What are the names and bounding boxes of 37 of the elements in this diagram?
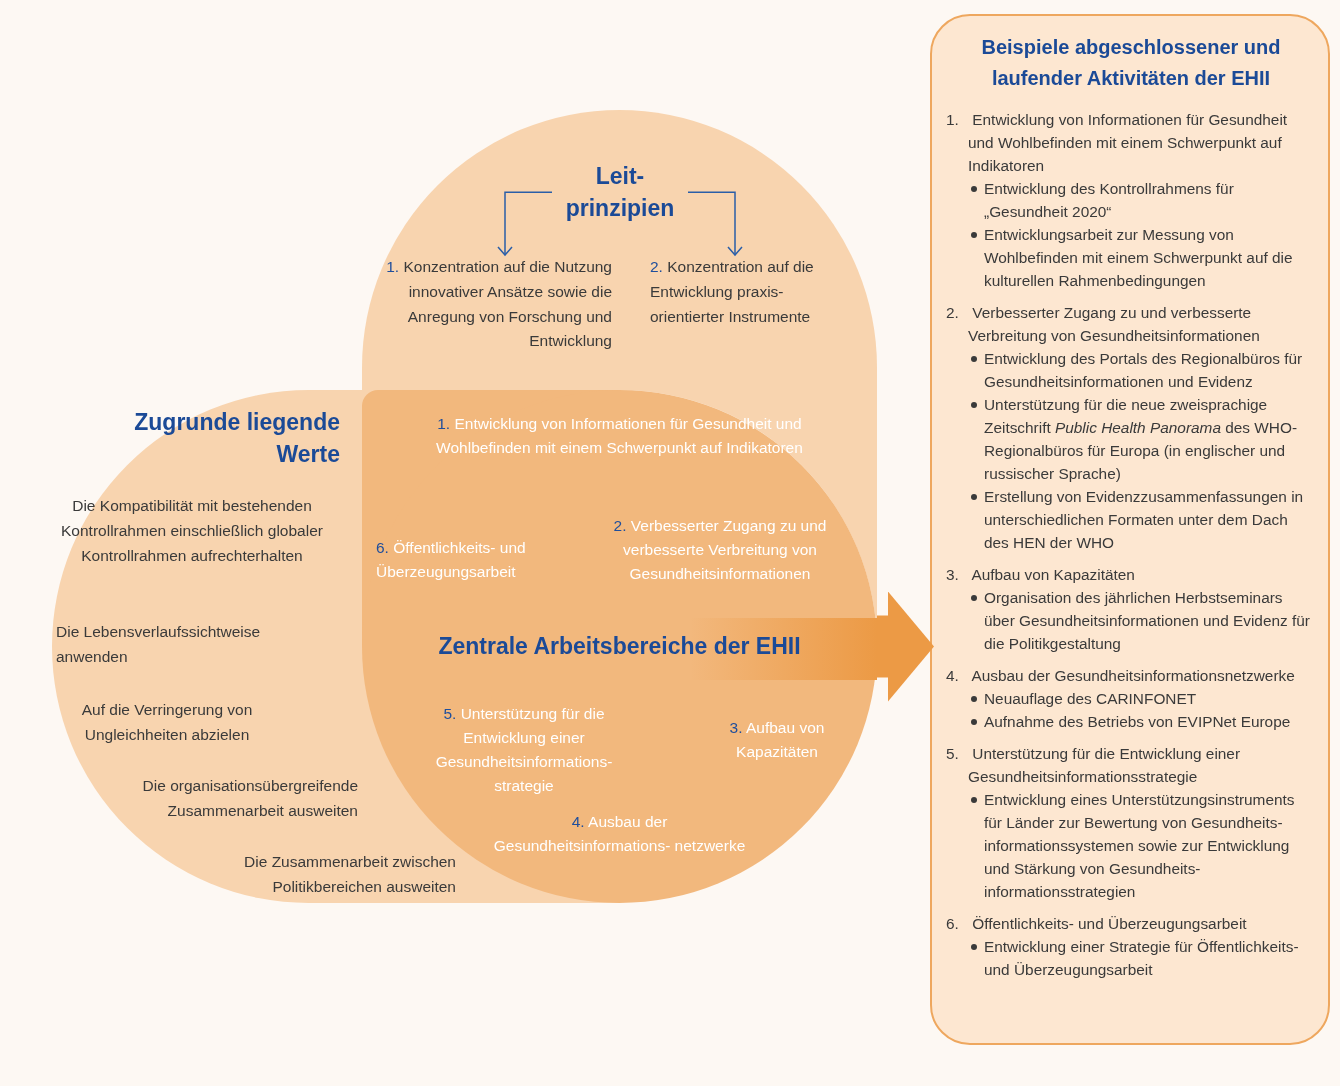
arrow (687, 191, 743, 256)
list-item: 1. Entwicklung von Informationen für Gesundheit und Wohlbefinden mit einem Schwerpunkt auf Indikatoren (946, 110, 1289, 176)
work-area-text: 3. Aufbau von Kapazitäten (728, 718, 826, 762)
heading: Leit- prinzipien (552, 160, 688, 225)
list-item: 6. Öffentlichkeits- und Überzeugungsarbeit (946, 914, 1248, 934)
arrow (497, 191, 553, 256)
list-item: 4. Ausbau der Gesundheitsinformationsnetzwerke (946, 666, 1296, 686)
bullet-item: Entwicklung eines Unterstützungsinstruments für Länder zur Bewertung von Gesundheits- informationssystemen sowie zur Entwicklung und Stärkung von Gesundheits- informationsstrategien (968, 788, 1316, 903)
work-area-text: 2. Verbesserter Zugang zu und verbesserte Verbreitung von Gesundheitsinformationen (612, 516, 828, 585)
list-item: 2. Verbesserter Zugang zu und verbesserte Verbreitung von Gesundheitsinformationen (946, 303, 1261, 346)
bullet-item: Organisation des jährlichen Herbstseminars über Gesundheitsinformationen und Evidenz für die Politikgestaltung (968, 586, 1316, 655)
work-area-text: 5. Unterstützung für die Entwicklung einer Gesundheitsinformations- strategie (434, 704, 614, 797)
heading: Zentrale Arbeitsbereiche der EHII (437, 632, 802, 661)
principle-text: 1. Konzentration auf die Nutzung innovativer Ansätze sowie die Anregung von Forschung und Entwicklung (380, 255, 612, 355)
value-text: Die Kompatibilität mit bestehenden Kontrollrahmen einschließlich globaler Kontrollrahmen aufrechterhalten (60, 496, 324, 566)
work-area-text: 6. Öffentlichkeits- und Überzeugungsarbeit (376, 538, 527, 582)
bullet-item: Aufnahme des Betriebs von EVIPNet Europe (968, 710, 1316, 733)
heading: Beispiele abgeschlossener und laufender Aktivitäten der EHII (980, 35, 1282, 91)
block-arrow (877, 591, 934, 702)
principle-text: 2. Konzentration auf die Entwicklung praxis- orientierter Instrumente (650, 255, 850, 330)
list-item: 5. Unterstützung für die Entwicklung einer Gesundheitsinformationsstrategie (946, 744, 1242, 787)
bullet-item: Entwicklung einer Strategie für Öffentlichkeits- und Überzeugungsarbeit (968, 935, 1316, 981)
value-text: Die organisationsübergreifende Zusammenarbeit ausweiten (141, 776, 358, 821)
bullet-item: Unterstützung für die neue zweisprachige Zeitschrift Public Health Panorama des WHO-Regionalbüros für Europa (in englischer und russischer Sprache) (968, 393, 1316, 485)
bullet-item: Erstellung von Evidenzzusammenfassungen in unterschiedlichen Formaten unter dem Dach des HEN der WHO (968, 485, 1316, 554)
value-text: Auf die Verringerung von Ungleichheiten abzielen (80, 700, 254, 745)
value-text: Die Lebensverlaufssichtweise anwenden (56, 622, 262, 667)
value-text: Die Zusammenarbeit zwischen Politikbereichen ausweiten (243, 852, 456, 897)
bullet-item: Entwicklungsarbeit zur Messung von Wohlbefinden mit einem Schwerpunkt auf die kulturellen Rahmenbedingungen (968, 223, 1316, 292)
work-area-text: 1. Entwicklung von Informationen für Gesundheit und Wohlbefinden mit einem Schwerpunkt auf Indikatoren (435, 414, 804, 458)
rounded-panel (930, 14, 1330, 1045)
bullet-item: Neuauflage des CARINFONET (968, 687, 1316, 710)
heading: Zugrunde liegende Werte (133, 408, 340, 470)
bullet-item: Entwicklung des Kontrollrahmens für „Gesundheit 2020“ (968, 177, 1316, 223)
work-area-text: 4. Ausbau der Gesundheitsinformations- netzwerke (492, 812, 747, 856)
list-item: 3. Aufbau von Kapazitäten (946, 565, 1136, 585)
bullet-item: Entwicklung des Portals des Regionalbüros für Gesundheitsinformationen und Evidenz (968, 347, 1316, 393)
